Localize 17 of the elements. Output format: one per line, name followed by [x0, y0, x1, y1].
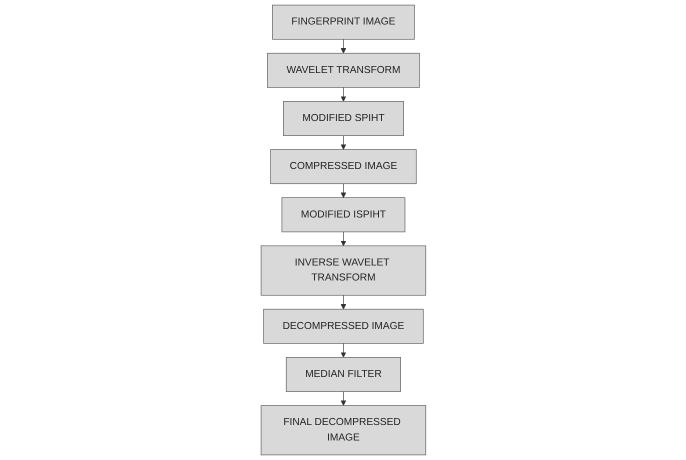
arrow	[340, 391, 346, 406]
node-box: COMPRESSED IMAGE	[270, 149, 416, 184]
node-box: INVERSE WAVELET TRANSFORM	[260, 246, 426, 296]
arrow	[340, 38, 346, 54]
arrow	[340, 294, 346, 310]
node-box: MEDIAN FILTER	[285, 357, 401, 392]
arrow	[340, 87, 346, 102]
node-box: MODIFIED ISPIHT	[281, 197, 405, 232]
arrow	[340, 232, 346, 246]
node-box: DECOMPRESSED IMAGE	[262, 308, 424, 344]
arrow	[340, 135, 346, 150]
arrow	[340, 343, 346, 358]
node-box: FINGERPRINT IMAGE	[272, 4, 414, 40]
arrow	[340, 183, 346, 198]
node-box: FINAL DECOMPRESSED IMAGE	[260, 405, 426, 456]
node-box: MODIFIED SPIHT	[282, 101, 404, 136]
node-box: WAVELET TRANSFORM	[266, 52, 420, 88]
